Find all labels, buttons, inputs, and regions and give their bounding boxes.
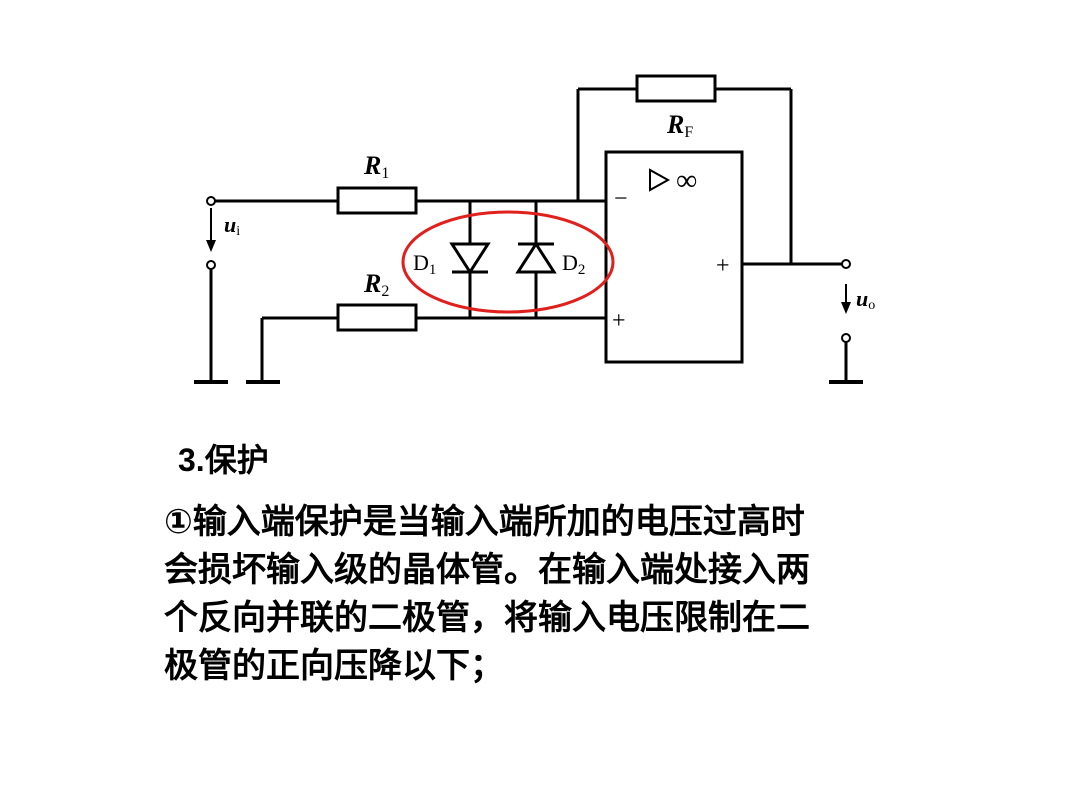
label-d2: D2 xyxy=(562,250,585,278)
resistor-rf xyxy=(635,74,717,103)
section-number: 3. xyxy=(178,442,205,478)
label-rf: RF xyxy=(666,110,693,141)
diode-highlight-ellipse xyxy=(401,210,615,314)
paragraph: ①输入端保护是当输入端所加的电压过高时 会损坏输入级的晶体管。在输入端处接入两 … xyxy=(164,498,994,690)
input-terminal-bottom xyxy=(206,260,216,270)
op-amp-plus-output: + xyxy=(716,253,730,279)
diode-d2 xyxy=(515,241,557,274)
output-terminal-bottom xyxy=(841,333,851,343)
op-amp-infinity-symbol: ∞ xyxy=(676,164,697,197)
label-uo: uo xyxy=(856,286,875,313)
label-ui: ui xyxy=(224,212,240,239)
paragraph-line: 会损坏输入级的晶体管。在输入端处接入两 xyxy=(164,550,810,590)
paragraph-line: 个反向并联的二极管，将输入电压限制在二 xyxy=(164,598,810,638)
label-d1: D1 xyxy=(413,250,436,278)
label-r1: R1 xyxy=(363,151,389,182)
op-amp xyxy=(604,150,744,364)
label-r2: R2 xyxy=(363,269,389,300)
input-terminal-top xyxy=(206,196,216,206)
output-terminal-top xyxy=(841,259,851,269)
paragraph-line: 极管的正向压降以下； xyxy=(164,646,504,686)
section-title: 保护 xyxy=(204,441,269,479)
resistor-r2 xyxy=(336,303,418,332)
op-amp-plus-input: + xyxy=(612,308,626,334)
paragraph-line: ①输入端保护是当输入端所加的电压过高时 xyxy=(164,502,805,542)
diode-d1 xyxy=(449,242,491,275)
op-amp-minus-input: − xyxy=(614,186,628,212)
circuit-diagram: R1 R2 RF D1 D2 ui uo ∞ − + + xyxy=(194,74,875,384)
section-heading: 3.保护 xyxy=(178,440,269,480)
resistor-r1 xyxy=(336,186,418,215)
